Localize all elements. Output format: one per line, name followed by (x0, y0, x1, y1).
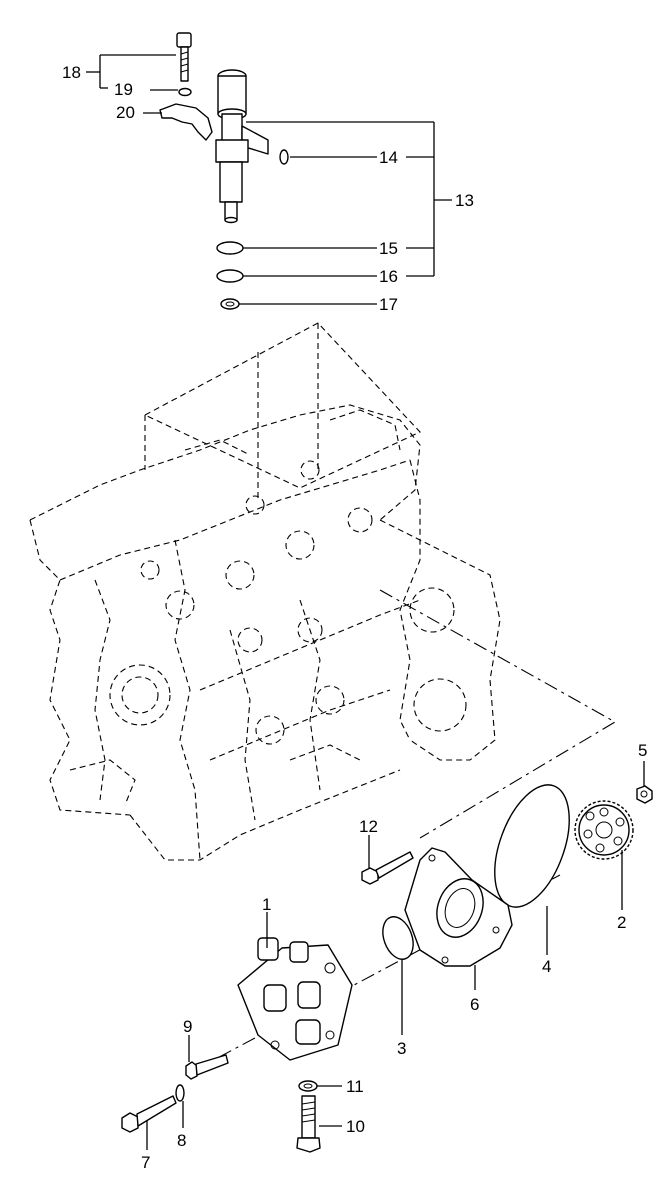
washer-19-drawing (178, 87, 192, 97)
seal-16-drawing (216, 269, 244, 283)
bolt-9-drawing (185, 1054, 229, 1080)
bolt-10-drawing (296, 1095, 321, 1153)
label-15: 15 (379, 239, 398, 258)
label-12: 12 (359, 817, 378, 836)
label-7: 7 (141, 1153, 150, 1172)
injector-assembly (86, 32, 452, 310)
bolt-7-drawing (121, 1095, 177, 1133)
label-20: 20 (116, 103, 135, 122)
clamp-20-drawing (159, 103, 213, 141)
label-2: 2 (617, 913, 626, 932)
label-3: 3 (397, 1039, 406, 1058)
washer-17-drawing (220, 298, 240, 310)
flange-6-drawing (404, 847, 513, 967)
label-19: 19 (114, 80, 133, 99)
washer-8-drawing (175, 1084, 185, 1102)
seal-15-drawing (216, 241, 244, 255)
label-17: 17 (379, 295, 398, 314)
label-13: 13 (455, 191, 474, 210)
bolt-18-drawing (176, 32, 192, 82)
o-ring-3-drawing (382, 916, 414, 960)
pump-assembly (121, 761, 653, 1153)
gear-2-drawing (574, 800, 634, 860)
label-4: 4 (542, 957, 551, 976)
label-16: 16 (379, 267, 398, 286)
label-14: 14 (379, 148, 398, 167)
label-8: 8 (177, 1131, 186, 1150)
label-6: 6 (470, 995, 479, 1014)
label-11: 11 (346, 1077, 364, 1096)
bolt-12-drawing (361, 851, 414, 885)
injector-14-drawing (215, 69, 269, 224)
washer-11-drawing (298, 1080, 318, 1092)
label-5: 5 (638, 741, 647, 760)
o-ring-14-drawing (279, 149, 289, 165)
engine-block-outline (29, 322, 617, 861)
nut-5-drawing (636, 785, 653, 804)
label-10: 10 (346, 1117, 365, 1136)
pump-1-drawing (237, 937, 353, 1061)
label-9: 9 (183, 1017, 192, 1036)
label-1: 1 (262, 895, 271, 914)
label-18: 18 (62, 63, 81, 82)
gasket-4-drawing (494, 784, 570, 908)
callout-labels: 18 19 20 14 13 15 16 17 5 12 1 2 4 6 9 3… (62, 63, 647, 1172)
